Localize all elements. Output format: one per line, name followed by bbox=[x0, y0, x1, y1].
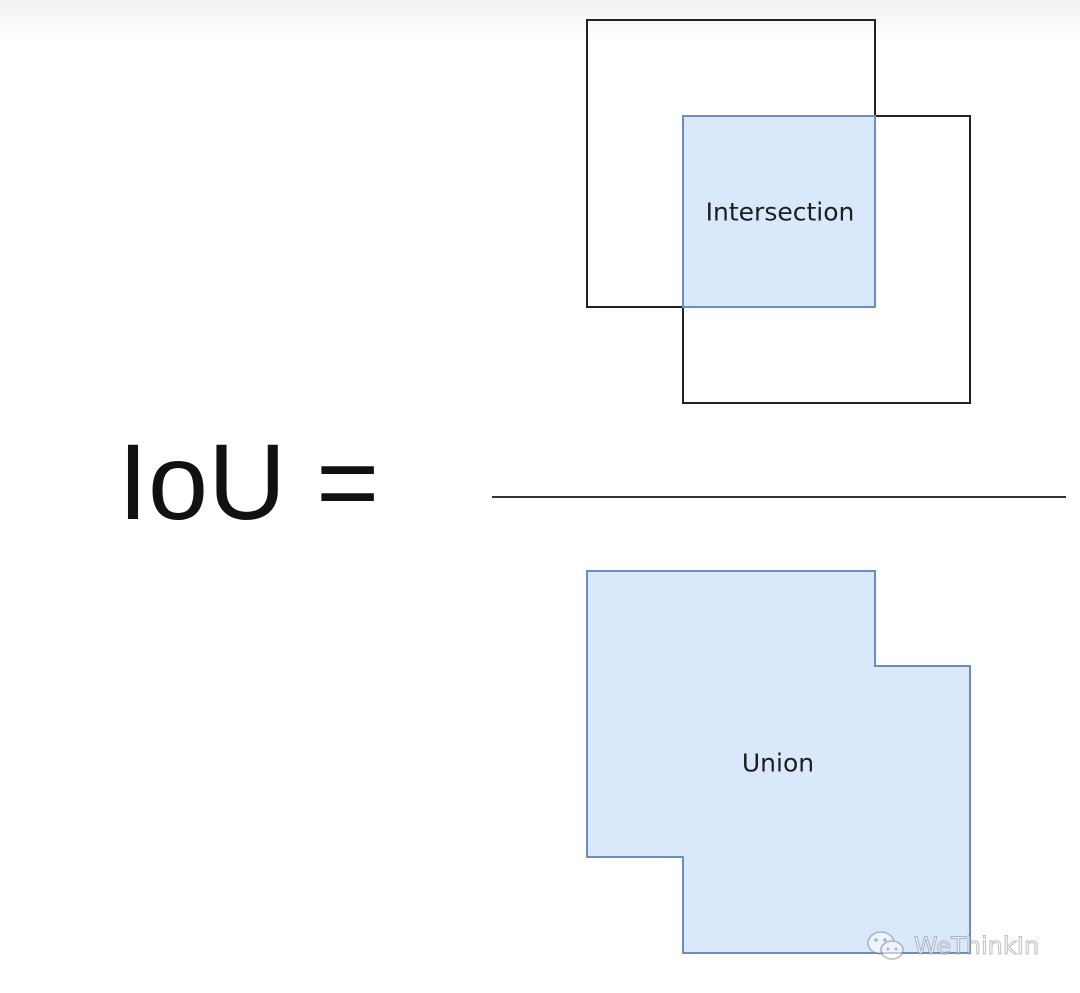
top-shadow bbox=[0, 0, 1080, 40]
wechat-icon bbox=[867, 931, 904, 960]
numerator-group bbox=[586, 19, 971, 404]
union-label: Union bbox=[741, 748, 815, 778]
watermark-text: WeThinkIn bbox=[913, 932, 1040, 961]
watermark: WeThinkIn bbox=[866, 928, 1040, 964]
intersection-label: Intersection bbox=[705, 197, 855, 227]
intersection-region bbox=[682, 115, 876, 308]
iou-equals-label: IoU = bbox=[118, 421, 380, 542]
union-region bbox=[586, 570, 971, 954]
